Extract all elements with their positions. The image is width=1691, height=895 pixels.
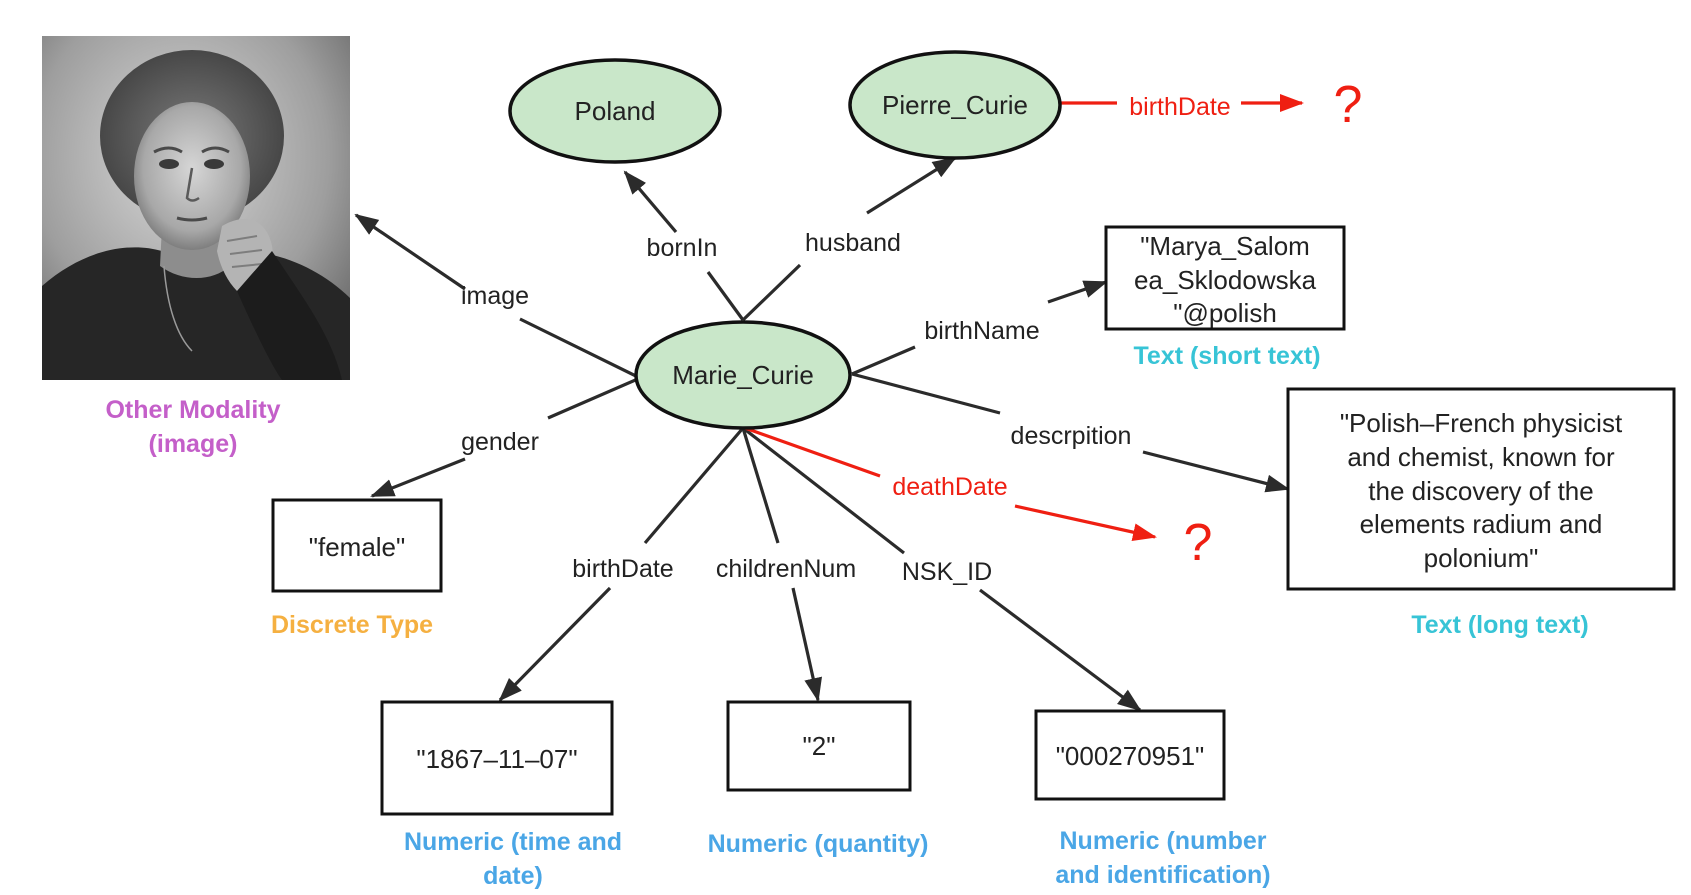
literal-description-line: the discovery of the	[1368, 476, 1593, 506]
literal-birthName-line: "@polish	[1173, 298, 1277, 328]
category-long-text: Text (long text)	[1411, 611, 1588, 639]
relation-bornIn-label: bornIn	[647, 234, 718, 262]
missing-value-marker: ?	[1184, 514, 1213, 572]
category-numeric-date: Numeric (time and	[404, 828, 622, 856]
entity-marie-curie: Marie_Curie	[634, 320, 852, 430]
literal-childrenNum: "2"	[726, 700, 912, 792]
edge-childrenNum-head	[791, 587, 822, 702]
entity-pierre-curie: Pierre_Curie	[848, 50, 1062, 160]
relation-childrenNum-label: childrenNum	[716, 555, 856, 583]
edge-birthDate-head	[498, 586, 612, 702]
literal-birthDate: "1867–11–07"	[380, 700, 614, 816]
relation-birthDate-label: birthDate	[572, 555, 673, 583]
literal-gender-text: "female"	[309, 532, 406, 562]
category-other-modality: (image)	[149, 430, 238, 458]
entity-marie-curie-label: Marie_Curie	[672, 360, 814, 390]
edge-bornIn-head	[623, 170, 678, 234]
relation-gender-label: gender	[461, 428, 539, 456]
category-numeric-id: and identification)	[1055, 861, 1270, 889]
relation-pierre-birthDate-label: birthDate	[1129, 93, 1230, 121]
relation-deathDate-label: deathDate	[892, 473, 1007, 501]
entity-poland-label: Poland	[575, 96, 656, 126]
edge-gender-head	[370, 457, 466, 498]
edges	[354, 156, 1290, 712]
literal-birthName-line: ea_Sklodowska	[1134, 265, 1317, 295]
category-numeric-quantity: Numeric (quantity)	[708, 830, 929, 858]
edge-image-head	[354, 213, 466, 291]
relation-description-label: descrpition	[1011, 422, 1132, 450]
category-discrete: Discrete Type	[271, 611, 433, 639]
edge-description-head	[1142, 450, 1290, 493]
literal-birthName: "Marya_Salom ea_Sklodowska "@polish	[1104, 225, 1346, 331]
category-other-modality: Other Modality	[105, 396, 280, 424]
entity-poland: Poland	[508, 58, 722, 164]
literal-birthDate-text: "1867–11–07"	[416, 744, 577, 774]
category-numeric-id: Numeric (number	[1060, 827, 1267, 855]
literal-nskid: "000270951"	[1034, 709, 1226, 801]
edge-image	[519, 317, 641, 380]
edge-deathDate	[744, 426, 881, 478]
edge-deathDate-head	[1014, 504, 1157, 542]
edge-nskid	[742, 426, 905, 555]
relation-nskid-label: NSK_ID	[902, 558, 992, 586]
category-numeric-date: date)	[483, 862, 543, 890]
literal-description-line: elements radium and	[1360, 509, 1603, 539]
missing-value-marker: ?	[1334, 76, 1363, 134]
literal-description-line: "Polish–French physicist	[1340, 408, 1623, 438]
literal-childrenNum-text: "2"	[803, 731, 836, 761]
relation-birthName-label: birthName	[924, 317, 1039, 345]
edge-husband	[741, 263, 802, 322]
literal-description: "Polish–French physicist and chemist, kn…	[1286, 387, 1676, 591]
edge-childrenNum	[741, 427, 780, 544]
relation-husband-label: husband	[805, 229, 901, 257]
entity-pierre-curie-label: Pierre_Curie	[882, 90, 1028, 120]
edge-birthName-head	[1047, 280, 1108, 304]
edge-bornIn	[706, 271, 745, 321]
edge-gender	[547, 376, 641, 420]
edge-description	[851, 372, 1001, 415]
edge-husband-head	[866, 156, 957, 215]
category-short-text: Text (short text)	[1133, 342, 1320, 370]
missing-edges	[744, 94, 1304, 542]
edge-birthDate	[643, 426, 745, 545]
literal-nskid-text: "000270951"	[1056, 741, 1205, 771]
portrait-photo-icon	[42, 36, 350, 380]
literal-birthName-line: "Marya_Salom	[1140, 231, 1310, 261]
literal-gender: "female"	[271, 498, 443, 593]
literal-description-line: and chemist, known for	[1347, 442, 1615, 472]
relation-image-label: image	[461, 282, 529, 310]
edge-nskid-head	[979, 588, 1142, 712]
edge-birthName	[851, 345, 916, 376]
literal-description-line: polonium"	[1424, 543, 1539, 573]
